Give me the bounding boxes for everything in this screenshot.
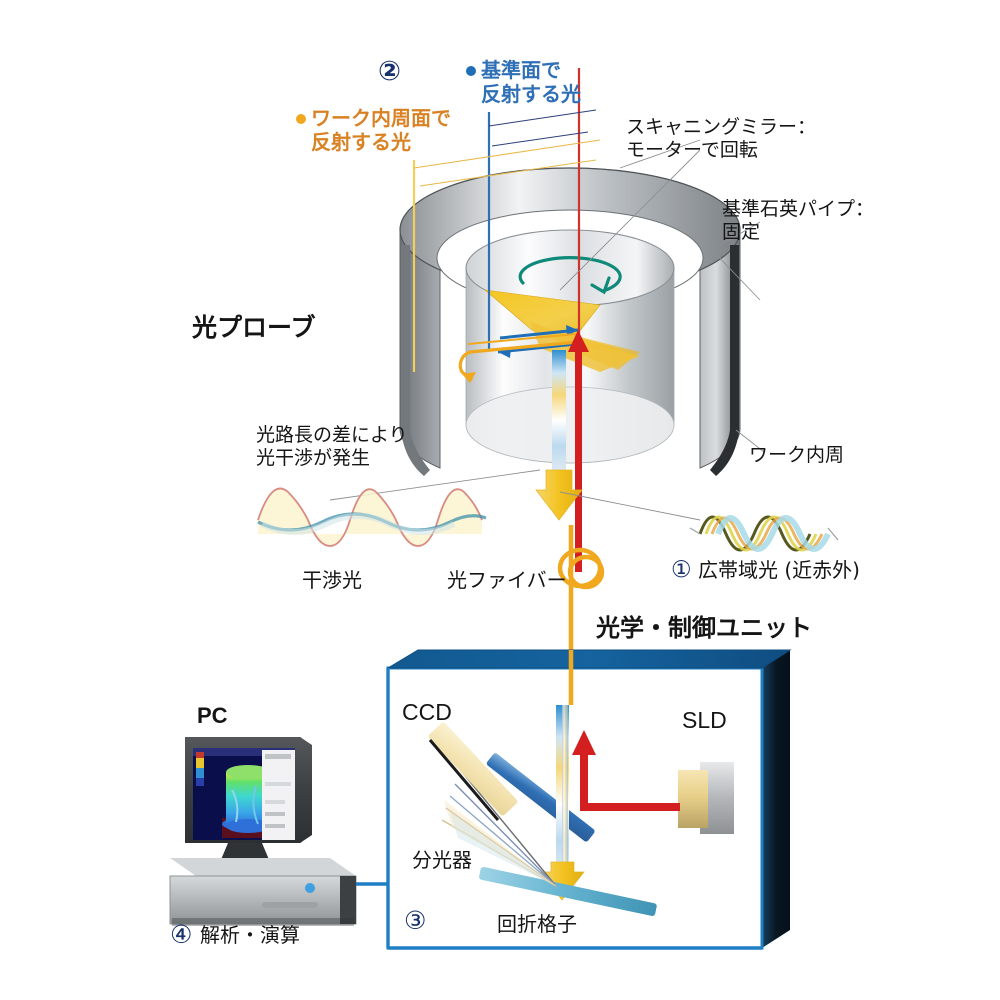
label-scanning-mirror: スキャニングミラー： モーターで回転 <box>626 116 817 162</box>
label-broadband-light: 広帯域光 (近赤外) <box>698 558 860 582</box>
callout-step-1: ① <box>671 557 692 583</box>
legend-dot-orange <box>296 114 306 124</box>
sld-source <box>678 762 734 834</box>
callout-step-2: ② <box>378 56 401 87</box>
legend-dot-blue <box>466 66 476 76</box>
broadband-waveform <box>689 515 839 552</box>
label-optical-probe: 光プローブ <box>192 313 316 342</box>
beam-guide-lines <box>412 68 601 372</box>
label-reference-quartz-pipe: 基準石英パイプ： 固定 <box>722 198 875 244</box>
label-ccd: CCD <box>402 699 452 725</box>
reference-quartz-pipe <box>465 229 675 464</box>
label-workpiece-inner: ワーク内周 <box>749 444 845 466</box>
reflected-beam-blue <box>497 325 579 358</box>
callout-step-4: ④ <box>170 920 193 949</box>
diffraction-grating <box>479 866 657 917</box>
sld-beam-red <box>572 730 680 811</box>
label-reference-surface-light: 基準面で 反射する光 <box>481 58 581 107</box>
label-pc: PC <box>197 703 228 728</box>
interference-waveform <box>257 487 487 547</box>
ccd-sensor <box>428 722 518 821</box>
callout-step-3: ③ <box>404 906 427 935</box>
label-interference-cause: 光路長の差により 光干渉が発生 <box>256 424 408 470</box>
label-spectrometer: 分光器 <box>412 848 472 872</box>
dispersed-rays <box>441 771 557 887</box>
label-optical-fiber: 光ファイバー <box>447 568 567 592</box>
label-analysis: 解析・演算 <box>200 923 300 947</box>
label-interference-light: 干渉光 <box>302 568 362 592</box>
rotation-arrow-icon <box>518 256 622 295</box>
workpiece-outer-ring-front <box>401 245 739 476</box>
measurement-beam-column <box>540 705 585 901</box>
label-optical-control-unit: 光学・制御ユニット <box>596 614 812 642</box>
label-workpiece-inner-light: ワーク内周面で 反射する光 <box>311 106 451 155</box>
optical-fiber <box>557 525 605 672</box>
reflected-beam-orange <box>458 333 579 383</box>
label-sld: SLD <box>682 707 727 733</box>
label-diffraction-grating: 回折格子 <box>497 912 577 936</box>
pc-workstation <box>169 737 357 926</box>
return-beam-column <box>535 350 583 521</box>
illumination-beam-red <box>568 330 589 572</box>
